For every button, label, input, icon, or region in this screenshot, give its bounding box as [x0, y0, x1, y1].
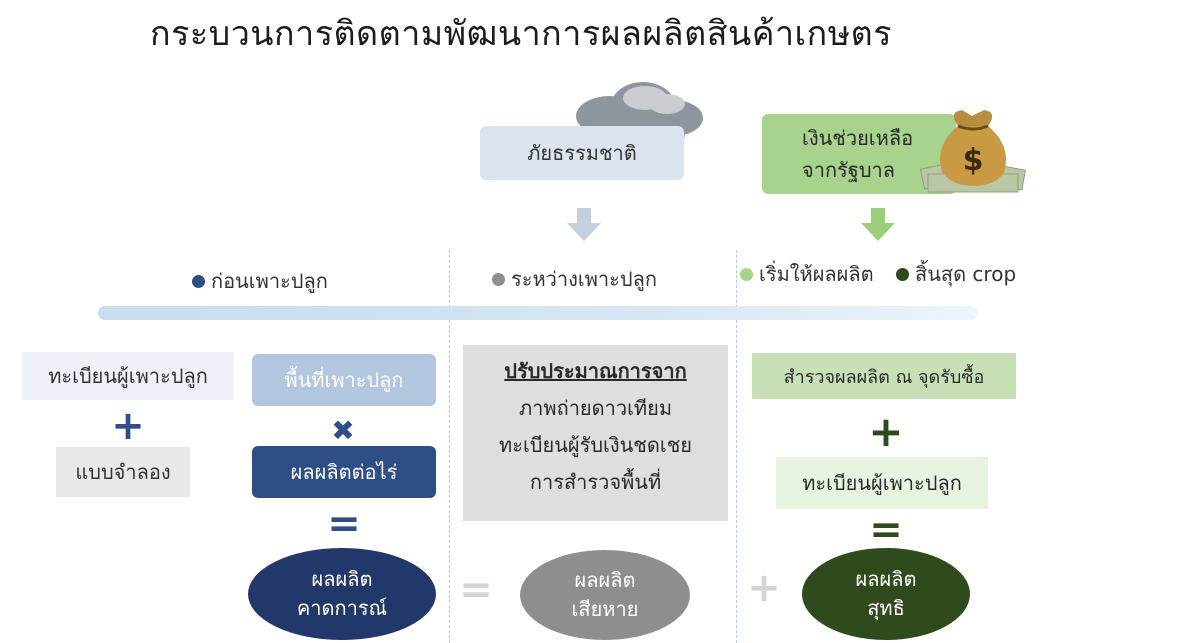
net-yield-ellipse: ผลผลิต สุทธิ	[802, 548, 970, 640]
natural-disaster-box: ภัยธรรมชาติ	[480, 126, 684, 180]
stage-yield-start-label: เริ่มให้ผลผลิต	[759, 262, 874, 286]
plus-icon: +	[868, 406, 904, 456]
forecast-yield-ellipse: ผลผลิต คาดการณ์	[248, 548, 436, 640]
page-title: กระบวนการติดตามพัฒนาการผลผลิตสินค้าเกษตร	[150, 14, 892, 54]
separator-line	[736, 250, 737, 643]
farmer-registry-box: ทะเบียนผู้เพาะปลูก	[22, 352, 234, 400]
purchase-point-survey-box: สำรวจผลผลิต ณ จุดรับซื้อ	[752, 353, 1016, 399]
money-bag-icon: $	[919, 110, 1026, 193]
yield-per-rai-box: ผลผลิตต่อไร่	[252, 446, 436, 498]
equals-icon: =	[459, 567, 493, 613]
stage-end-crop: สิ้นสุด crop	[896, 258, 1016, 290]
purchase-point-survey-label: สำรวจผลผลิต ณ จุดรับซื้อ	[783, 366, 985, 388]
stage-dot	[492, 272, 505, 286]
stage-during-planting: ระหว่างเพาะปลูก	[492, 263, 657, 295]
farmer-registry-label: ทะเบียนผู้เพาะปลูก	[48, 364, 208, 388]
stage-before-label: ก่อนเพาะปลูก	[211, 269, 328, 293]
plus-icon: +	[111, 403, 145, 449]
stage-yield-start: เริ่มให้ผลผลิต	[740, 258, 874, 290]
stage-end-label: สิ้นสุด crop	[915, 262, 1017, 286]
damaged-yield-line1: ผลผลิต	[574, 568, 636, 592]
forecast-yield-line1: ผลผลิต	[311, 567, 373, 591]
planted-area-label: พื้นที่เพาะปลูก	[284, 368, 404, 392]
adjustment-satellite: ภาพถ่ายดาวเทียม	[518, 396, 673, 420]
government-aid-line1: เงินช่วยเหลือ	[802, 126, 914, 150]
net-yield-line2: สุทธิ	[867, 596, 905, 620]
equals-icon: =	[327, 501, 361, 547]
net-yield-line1: ผลผลิต	[855, 567, 917, 591]
natural-disaster-label: ภัยธรรมชาติ	[527, 141, 637, 165]
adjustment-heading: ปรับประมาณการจาก	[504, 359, 687, 383]
stage-dot	[896, 267, 909, 281]
government-aid-line2: จากรัฐบาล	[802, 158, 896, 182]
farmer-registry-box-2: ทะเบียนผู้เพาะปลูก	[776, 457, 988, 509]
planted-area-box: พื้นที่เพาะปลูก	[252, 354, 436, 406]
damaged-yield-ellipse: ผลผลิต เสียหาย	[520, 550, 690, 640]
down-arrow-icon	[861, 208, 895, 241]
yield-per-rai-label: ผลผลิตต่อไร่	[290, 460, 398, 484]
model-label: แบบจำลอง	[75, 460, 171, 484]
stage-before-planting: ก่อนเพาะปลูก	[192, 265, 328, 297]
farmer-registry-label-2: ทะเบียนผู้เพาะปลูก	[802, 471, 962, 495]
timeline-bar	[98, 306, 978, 320]
svg-text:$: $	[963, 143, 984, 178]
down-arrow-icon	[567, 208, 601, 241]
separator-line	[449, 250, 450, 643]
model-box: แบบจำลอง	[56, 447, 190, 497]
equals-icon: =	[869, 507, 903, 553]
multiply-icon: ✖	[331, 413, 355, 447]
adjustment-compensation-registry: ทะเบียนผู้รับเงินชดเชย	[499, 433, 692, 457]
plus-icon: +	[747, 565, 781, 611]
stage-during-label: ระหว่างเพาะปลูก	[511, 267, 657, 291]
stage-dot	[740, 267, 753, 281]
stage-dot	[192, 274, 205, 288]
adjustment-field-survey: การสำรวจพื้นที่	[529, 470, 662, 494]
forecast-yield-line2: คาดการณ์	[296, 596, 388, 620]
adjustment-sources-box: ปรับประมาณการจาก ภาพถ่ายดาวเทียม ทะเบียน…	[463, 345, 728, 521]
damaged-yield-line2: เสียหาย	[571, 597, 639, 621]
